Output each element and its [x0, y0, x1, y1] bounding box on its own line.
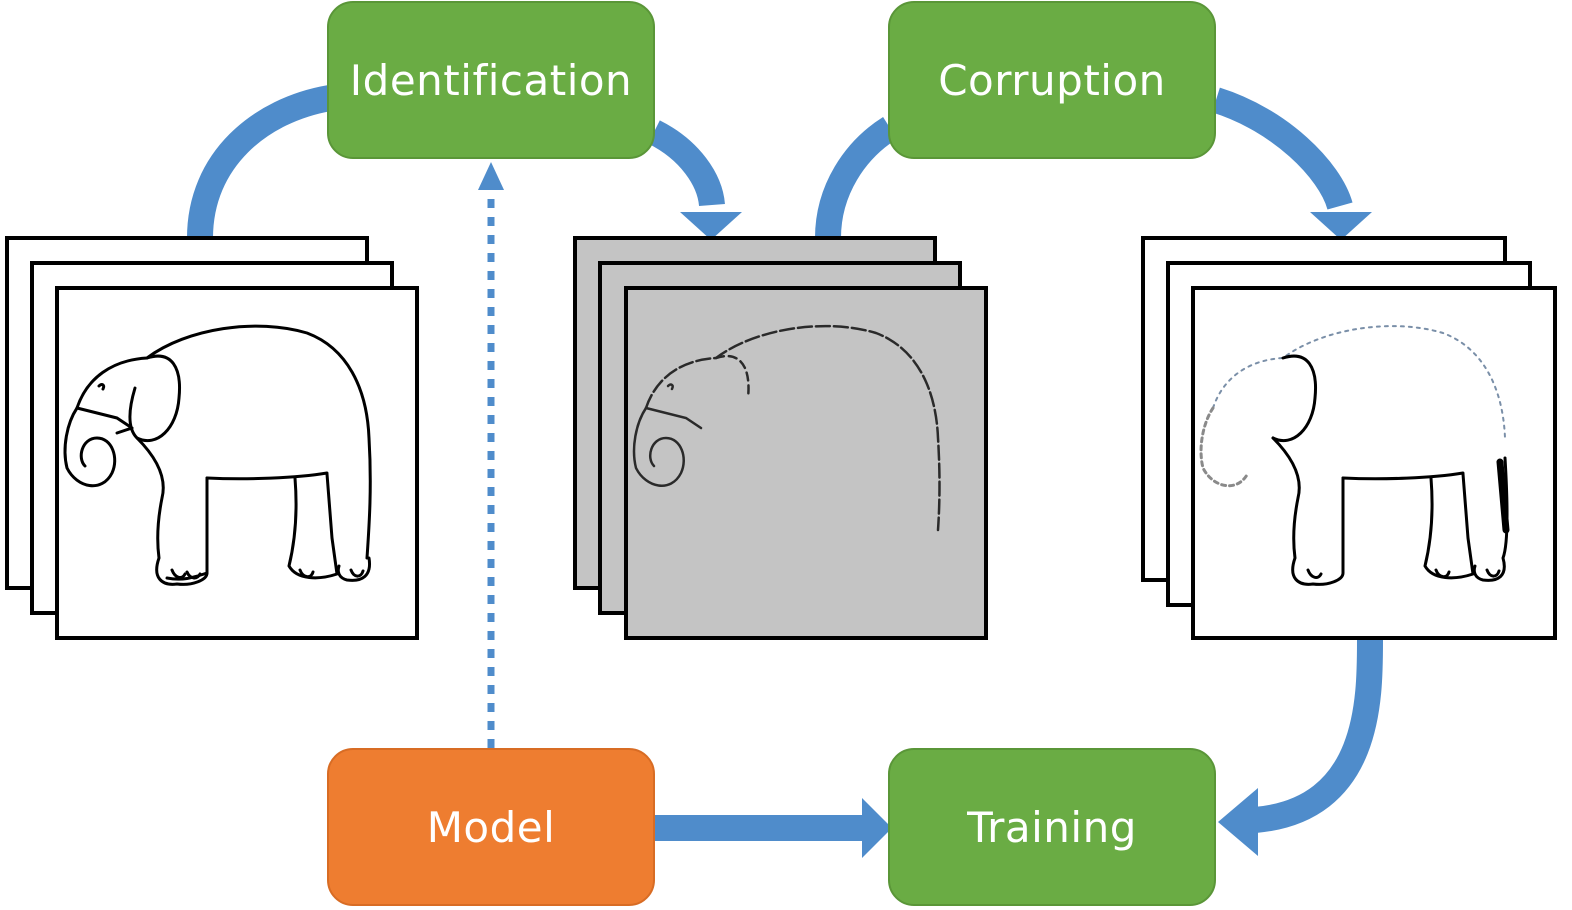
identification-label: Identification: [349, 55, 633, 105]
arrowhead-model-to-training: [862, 798, 892, 858]
training-label: Training: [967, 802, 1137, 852]
arrow-stack-to-training: [1253, 639, 1383, 833]
arrowhead-model-to-identification: [478, 162, 504, 190]
corruption-node: Corruption: [888, 1, 1216, 159]
training-node: Training: [888, 748, 1216, 906]
model-node: Model: [327, 748, 655, 906]
image-stack-corrupted: [1141, 236, 1557, 640]
image-stack-identified: [573, 236, 988, 640]
connectors: [187, 85, 1383, 858]
arrow-identification-to-stack: [647, 120, 725, 207]
model-label: Model: [426, 802, 556, 852]
identification-node: Identification: [327, 1, 655, 159]
arrow-stack-to-identification: [187, 85, 333, 239]
arrowhead-stack-to-training: [1218, 788, 1258, 856]
corruption-label: Corruption: [938, 55, 1166, 105]
image-stack-original: [5, 236, 419, 640]
elephant-sketch-corrupted: [1199, 325, 1510, 586]
arrow-stack-to-corruption: [815, 116, 898, 239]
image-frame-front: [624, 286, 988, 640]
arrowhead-corruption-to-stack: [1310, 212, 1372, 240]
elephant-outline-faint: [632, 324, 941, 532]
arrowhead-identification-to-stack: [680, 212, 742, 240]
arrow-corruption-to-stack: [1211, 87, 1353, 211]
